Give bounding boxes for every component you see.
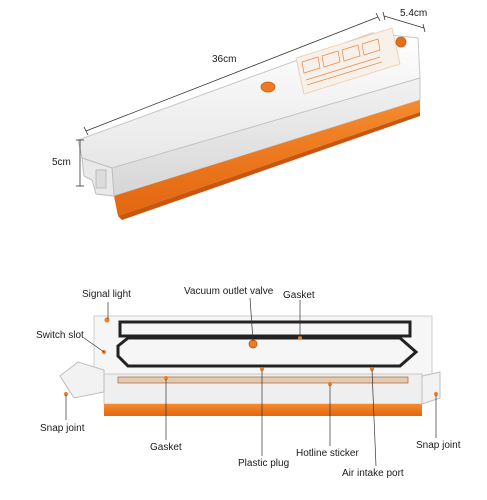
sealer-open-view xyxy=(59,315,441,416)
vacuum-button xyxy=(260,81,276,93)
callout-snap-joint-left: Snap joint xyxy=(40,423,85,434)
lid-gasket xyxy=(118,320,412,338)
instruction-icons xyxy=(301,38,383,86)
heating-strip xyxy=(117,376,409,384)
hotline-sticker-marker xyxy=(328,382,332,386)
callout-leader-lines xyxy=(65,297,437,467)
sealer-closed-view xyxy=(76,11,426,220)
plastic-plug-marker xyxy=(260,367,264,371)
dimension-height-label: 5cm xyxy=(52,157,71,168)
left-snap-clip xyxy=(95,169,107,189)
dimension-line-length xyxy=(83,12,381,136)
callout-air-intake-port: Air intake port xyxy=(342,468,404,479)
callout-vacuum-outlet-valve: Vacuum outlet valve xyxy=(184,286,274,297)
callout-hotline-sticker: Hotline sticker xyxy=(296,448,359,459)
signal-light-icon xyxy=(104,317,110,323)
dimension-line-height xyxy=(76,139,84,187)
right-snap-joint-shape xyxy=(421,371,441,405)
orange-base-shadow xyxy=(118,112,420,220)
dimension-length-label: 36cm xyxy=(212,54,237,65)
instruction-panel xyxy=(295,27,401,95)
dimension-line-depth xyxy=(382,11,426,33)
callout-switch-slot: Switch slot xyxy=(36,330,84,341)
callout-plastic-plug: Plastic plug xyxy=(238,458,290,469)
power-logo-icon xyxy=(395,36,407,48)
lid-gasket-inner-loop xyxy=(116,336,419,368)
vacuum-outlet-valve-icon xyxy=(248,339,258,349)
snap-right-marker xyxy=(434,392,438,396)
gasket-top-marker xyxy=(298,336,302,340)
orange-base-bottom xyxy=(104,404,422,416)
gasket-bottom-marker xyxy=(164,376,168,380)
air-intake-marker xyxy=(370,367,374,371)
callout-gasket-top: Gasket xyxy=(283,290,315,301)
orange-base xyxy=(114,100,420,216)
dimension-depth-label: 5.4cm xyxy=(400,8,428,19)
callout-gasket-bottom: Gasket xyxy=(150,442,182,453)
snap-left-marker xyxy=(64,392,68,396)
callout-snap-joint-right: Snap joint xyxy=(416,440,461,451)
callout-signal-light: Signal light xyxy=(82,289,131,300)
left-snap-joint-shape xyxy=(59,361,105,399)
